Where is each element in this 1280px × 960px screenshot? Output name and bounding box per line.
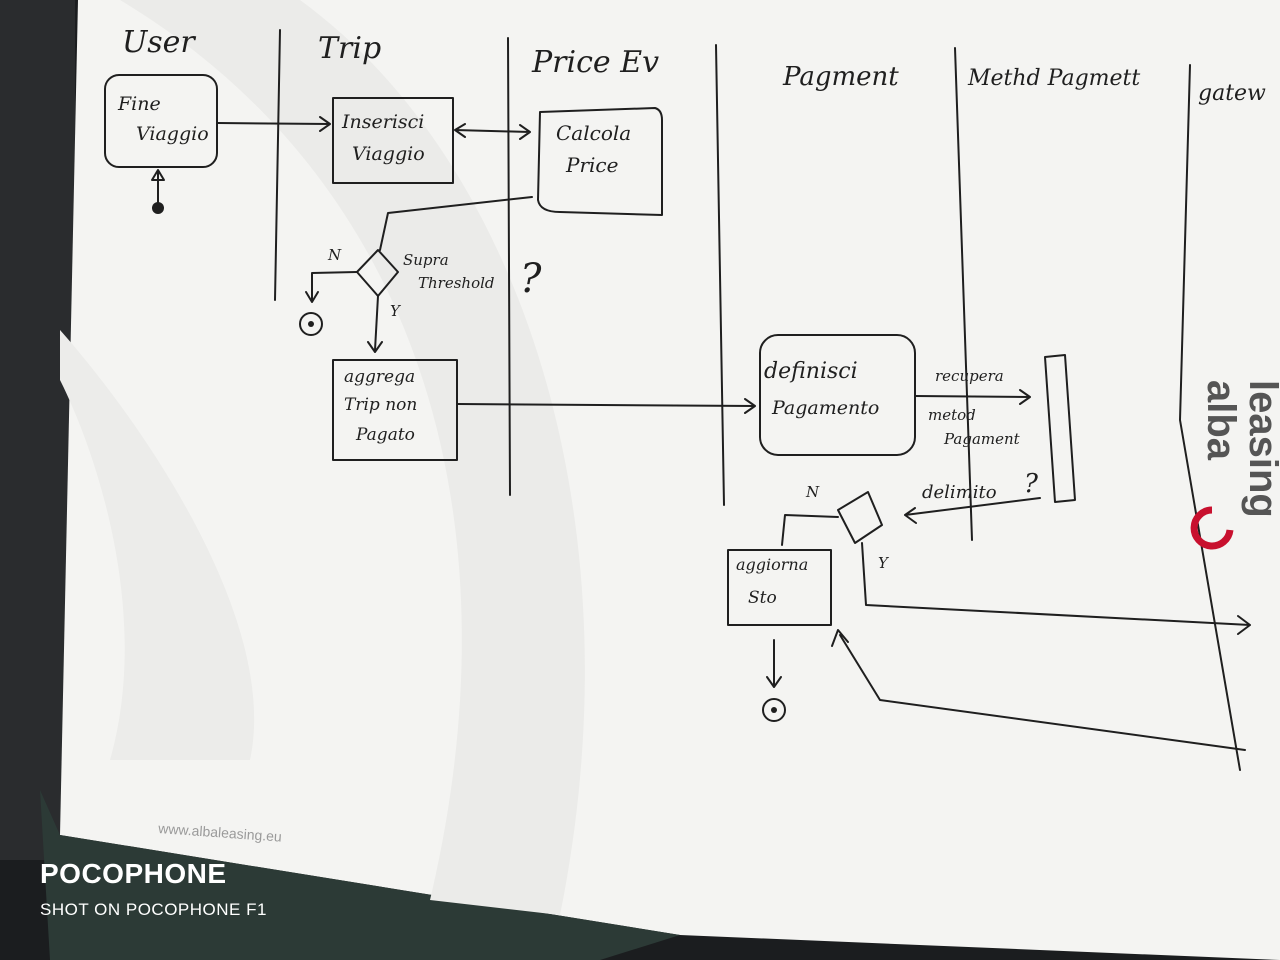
aggiorna-sto-box: [727, 549, 832, 626]
lane-separators: [274, 29, 1241, 771]
aggrega-trip-box: [332, 359, 458, 461]
decision-supra-threshold: Supra Threshold ?: [356, 249, 542, 302]
start-dot: [152, 202, 164, 214]
arrow-gateway-return: [831, 629, 1246, 751]
paper-sheet: [60, 0, 1280, 960]
arrow-definisci-to-recupera: [914, 389, 1031, 405]
arrow-inserisci-to-calcola: [454, 123, 531, 140]
dark-edge: [0, 0, 75, 860]
delimito-label: delimito: [922, 482, 997, 503]
definisci-pagamento-line1: definisci: [764, 359, 858, 384]
lane-label-trip: Trip: [318, 31, 381, 66]
camera-watermark-caption: SHOT ON POCOPHONE F1: [40, 900, 267, 919]
aggiorna-sto-line2: Sto: [748, 588, 777, 608]
end-node-1-outer: [299, 312, 323, 336]
recupera-label: recupera: [935, 367, 1004, 385]
fine-viaggio-line1: Fine: [117, 93, 161, 115]
lane-line-1: [274, 29, 281, 301]
lane-line-2: [507, 37, 511, 496]
logo-swirl-icon: [1190, 506, 1234, 550]
lane-label-payment: Pagment: [782, 62, 899, 92]
label-first-yes: Y: [390, 302, 402, 320]
aggiorna-sto-line1: aggiorna: [736, 555, 808, 574]
node-aggiorna-sto: aggiorna Sto: [727, 549, 832, 626]
node-calcola-price: Calcola Price: [537, 107, 663, 216]
supra-threshold-line1: Supra: [403, 251, 449, 269]
lane-label-method: Methd Pagmett: [967, 66, 1140, 91]
paper-swoosh-left: [60, 330, 255, 760]
lane-label-user: User: [122, 25, 196, 60]
question-mark-2: ?: [1024, 469, 1039, 499]
start-node: [151, 169, 165, 214]
fine-viaggio-line2: Viaggio: [136, 123, 209, 145]
lane-line-5: [1179, 64, 1241, 771]
node-aggrega-trip: aggrega Trip non Pagato: [332, 359, 458, 461]
method-activity-bar: [1044, 354, 1076, 503]
node-fine-viaggio: Fine Viaggio: [104, 74, 218, 168]
lane-label-gateway: gatew: [1198, 81, 1266, 106]
aggrega-trip-line1: aggrega: [344, 367, 415, 387]
camera-watermark-brand: POCOPHONE: [40, 858, 227, 889]
arrow-decision1-yes: [367, 295, 383, 353]
paper-logo: alba leasing: [1190, 380, 1280, 550]
inserisci-viaggio-line1: Inserisci: [341, 111, 424, 133]
end-node-2: [762, 698, 786, 722]
label-second-yes: Y: [878, 554, 890, 572]
arrow-aggrega-to-definisci: [457, 398, 756, 414]
aggrega-trip-line2: Trip non: [344, 395, 417, 415]
metod-label: metod: [928, 406, 976, 424]
lane-headers: User Trip Price Ev Pagment Methd Pagmett…: [122, 25, 1266, 106]
fabric-bottom: [40, 790, 680, 960]
lane-line-4: [954, 47, 973, 541]
end-node-2-inner: [771, 707, 777, 713]
inserisci-viaggio-box: [332, 97, 454, 184]
paper-swoosh: [120, 0, 585, 915]
end-node-2-outer: [762, 698, 786, 722]
lane-label-price: Price Ev: [531, 45, 659, 80]
calcola-price-line1: Calcola: [556, 121, 631, 145]
lane-line-3: [715, 44, 725, 506]
node-inserisci-viaggio: Inserisci Viaggio: [332, 97, 454, 184]
arrow-decision2-yes-to-gateway: [861, 542, 1251, 635]
end-node-1: [299, 312, 323, 336]
end-node-1-inner: [308, 321, 314, 327]
arrow-aggiorna-to-end: [766, 639, 782, 688]
arrow-decision1-no: [305, 271, 358, 303]
start-arrow: [151, 169, 165, 203]
logo-leasing: leasing: [1241, 380, 1280, 518]
calcola-price-line2: Price: [565, 153, 618, 177]
fine-viaggio-box: [104, 74, 218, 168]
pagament-label: Pagament: [943, 430, 1021, 448]
supra-threshold-line2: Threshold: [418, 274, 495, 292]
arrow-method-to-decision2: [904, 497, 1041, 524]
label-second-no: N: [805, 483, 820, 501]
calcola-price-box: [537, 107, 663, 216]
decision-diamond-2: [837, 491, 883, 544]
node-definisci-pagamento: definisci Pagamento: [759, 334, 916, 456]
logo-alba: alba: [1199, 380, 1243, 461]
arrow-decision2-no: [781, 514, 839, 546]
aggrega-trip-line3: Pagato: [355, 425, 415, 445]
inserisci-viaggio-line2: Viaggio: [352, 143, 425, 165]
arrow-calcola-to-decision: [379, 196, 533, 251]
label-first-no: N: [327, 246, 342, 264]
decision-delimito: [837, 491, 883, 544]
question-mark-1: ?: [520, 256, 542, 302]
definisci-pagamento-line2: Pagamento: [771, 397, 879, 419]
arrow-fine-to-inserisci: [217, 116, 331, 132]
